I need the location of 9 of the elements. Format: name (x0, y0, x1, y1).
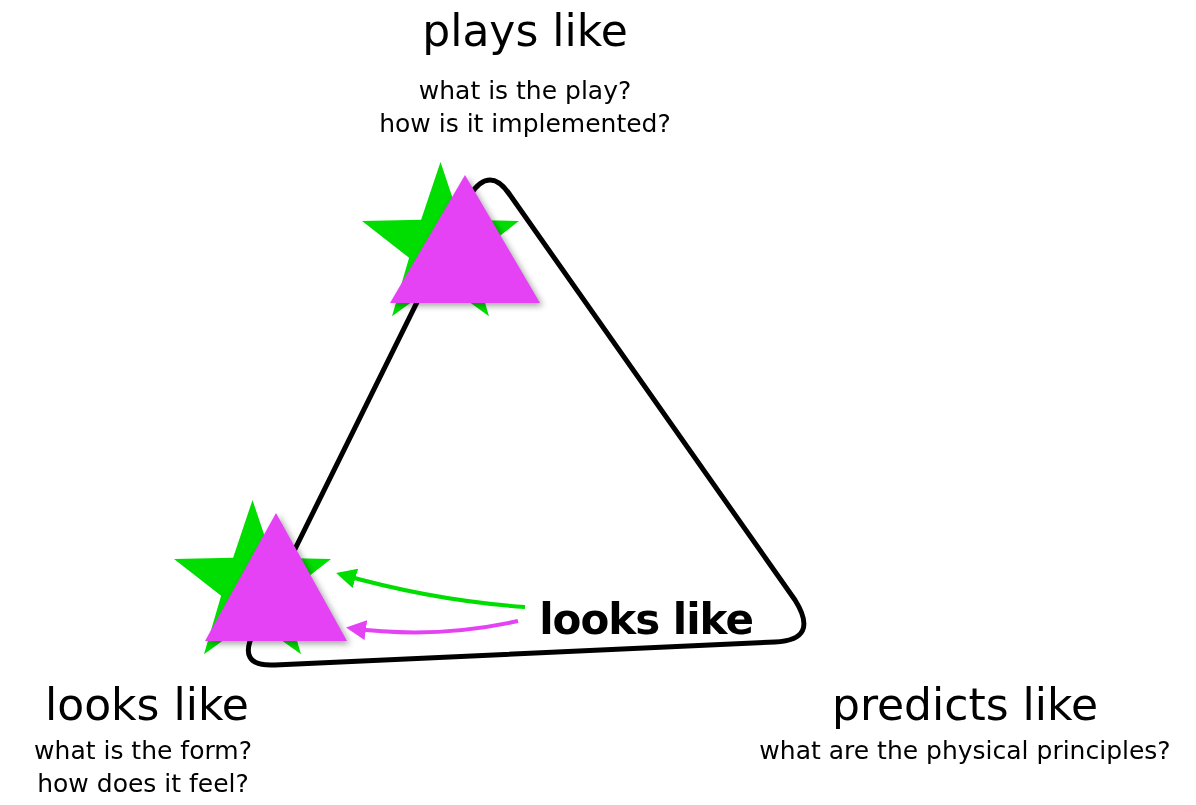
heading-text: predicts like (830, 678, 1100, 732)
heading-text: plays like (421, 4, 629, 58)
question-text: what are the physical principles? (758, 735, 1172, 767)
label-text: looks like (538, 594, 754, 646)
question-text: what is the play? how is it implemented? (378, 75, 672, 140)
heading-text: looks like (44, 678, 250, 732)
arrow (336, 568, 526, 609)
question-text: what is the form? how does it feel? (33, 735, 253, 800)
arrow (346, 619, 519, 640)
